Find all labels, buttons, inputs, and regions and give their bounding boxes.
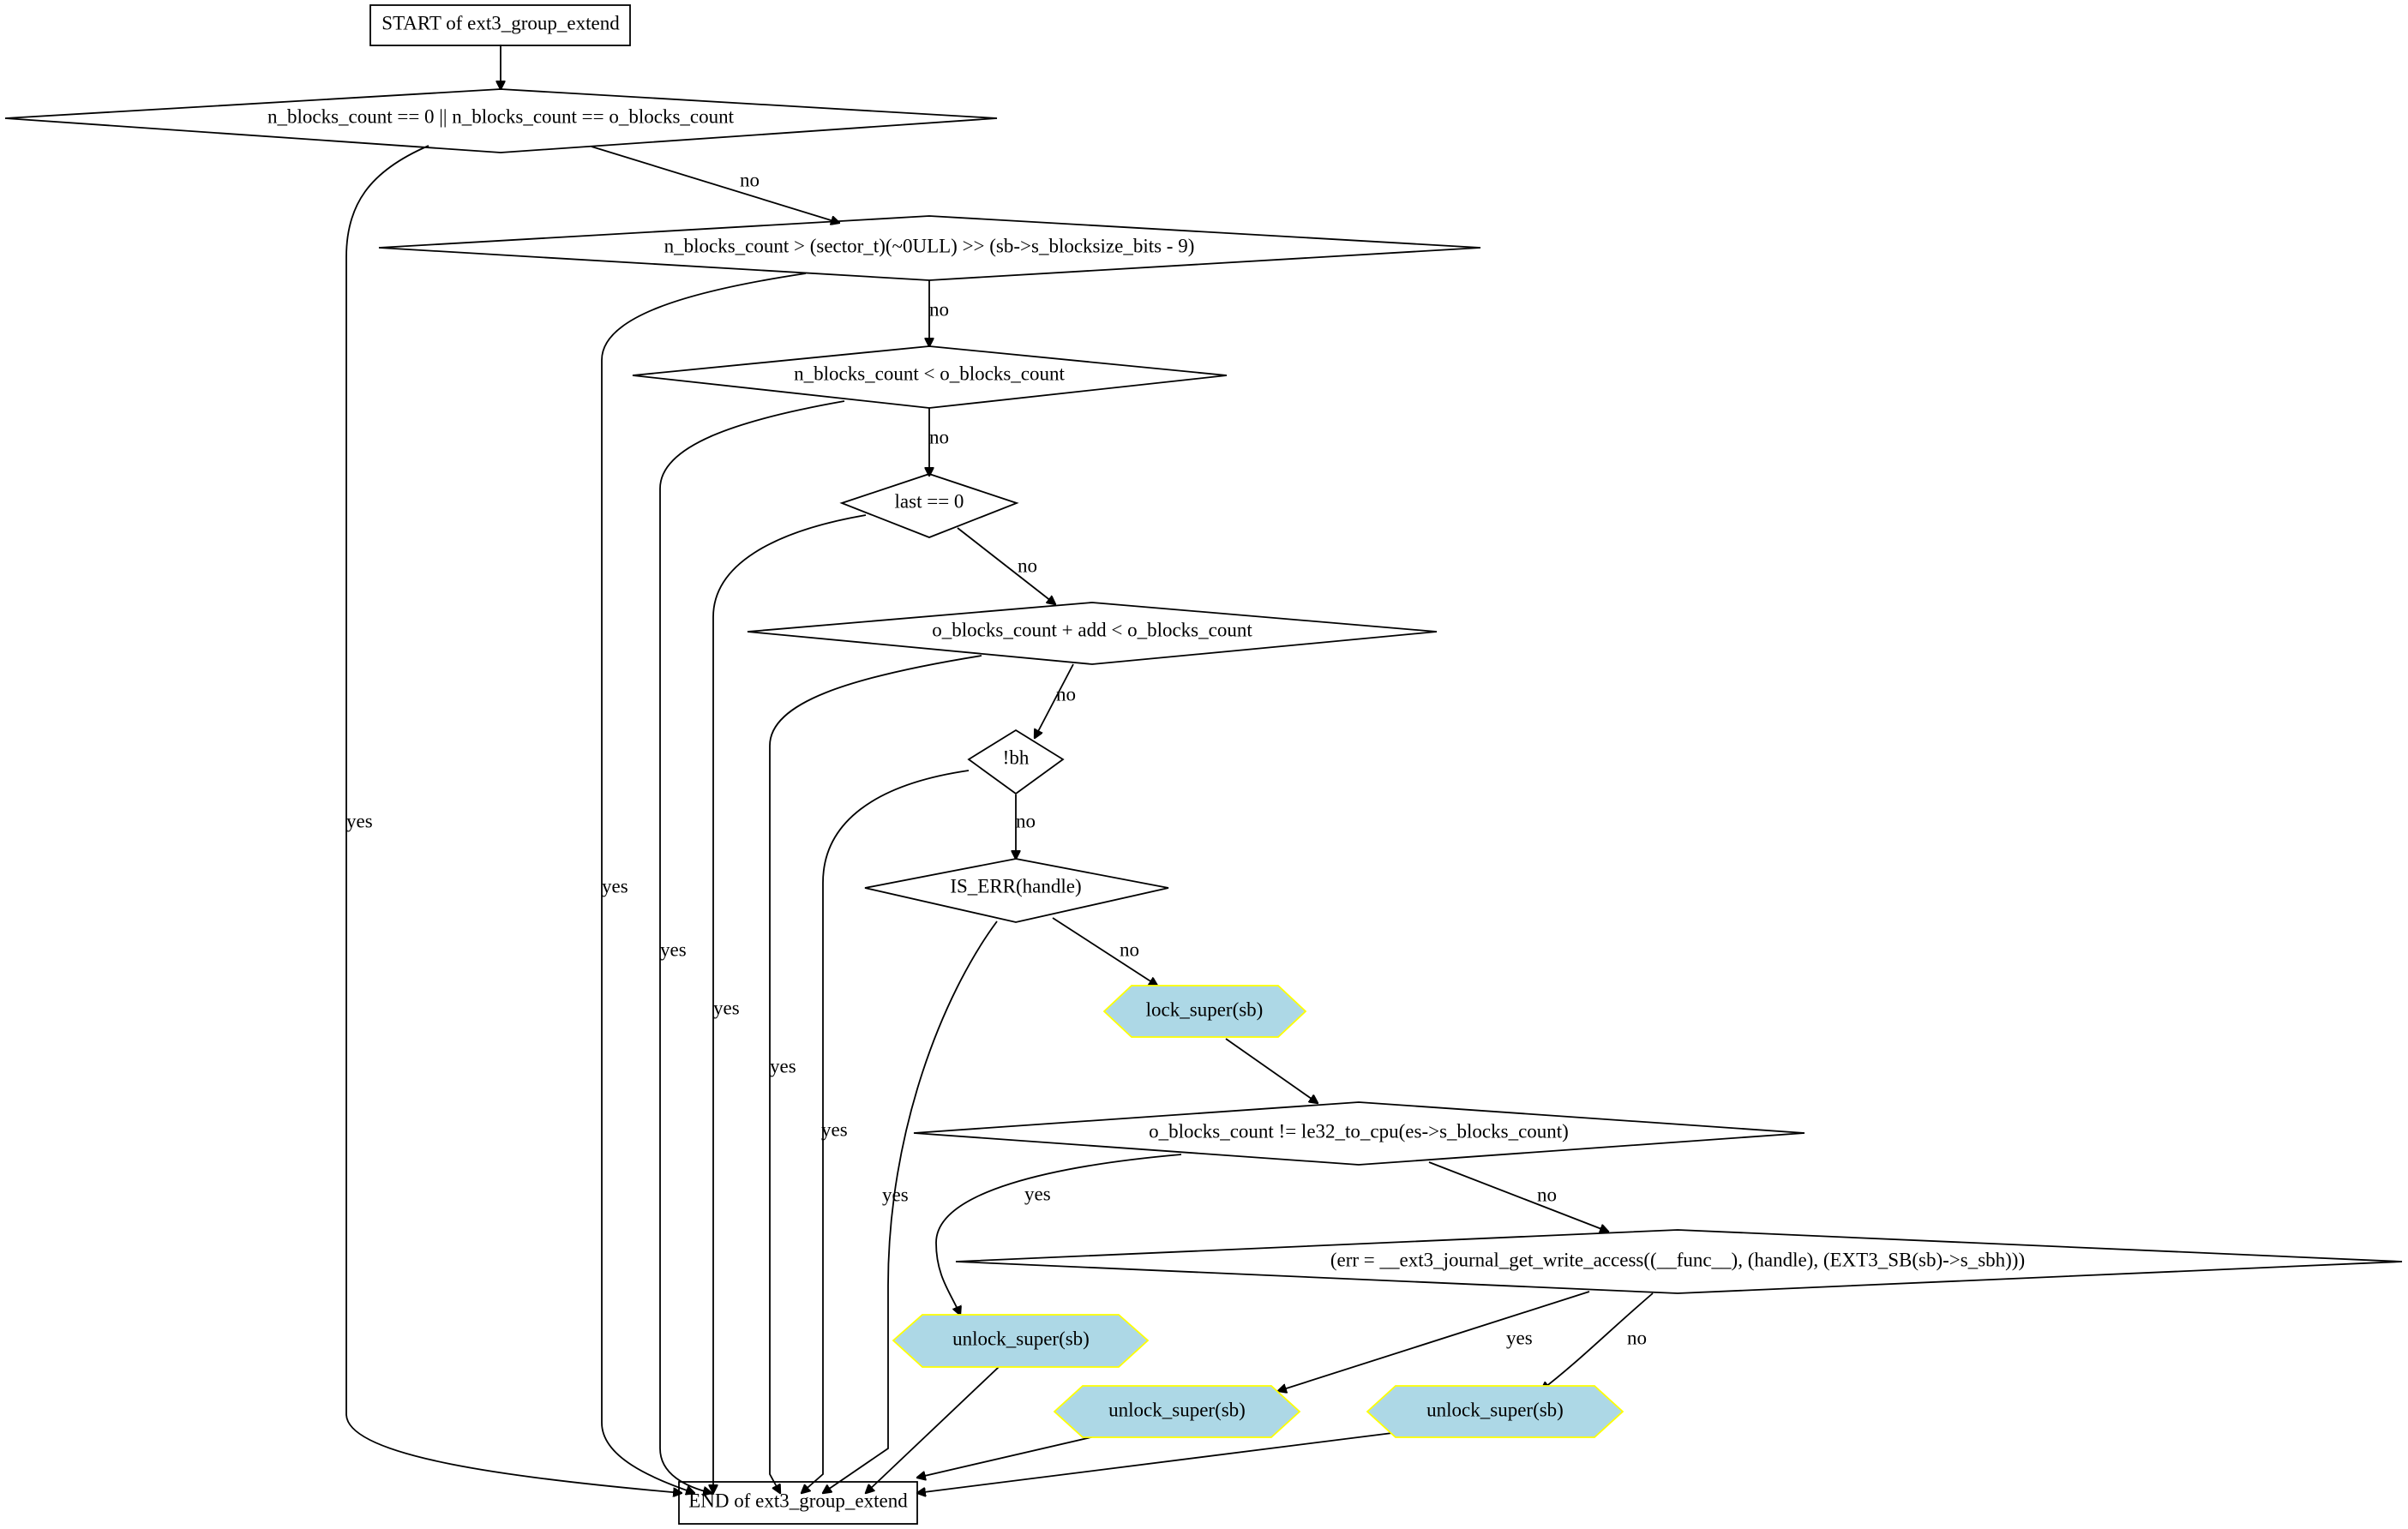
edge-shrink-yes bbox=[659, 400, 845, 1493]
decision-is-err-label: IS_ERR(handle) bbox=[950, 875, 1081, 896]
edge-label-overflow-no: no bbox=[1056, 683, 1076, 705]
edge-count-changed-no bbox=[1428, 1161, 1608, 1232]
action-unlock-super-b-label: unlock_super(sb) bbox=[1108, 1399, 1246, 1420]
edge-label-journal-access-no: no bbox=[1627, 1327, 1647, 1348]
edge-label-count-changed-no: no bbox=[1537, 1184, 1557, 1205]
edge-label-shrink-no: no bbox=[929, 426, 949, 447]
edge-label-no-bh-no: no bbox=[1016, 810, 1036, 831]
end-node: END of ext3_group_extend bbox=[678, 1481, 918, 1525]
edge-label-overflow-yes: yes bbox=[770, 1055, 796, 1076]
decision-no-bh-label: !bh bbox=[1003, 747, 1030, 768]
edge-label-no-bh-yes: yes bbox=[821, 1118, 848, 1140]
action-lock-super: lock_super(sb) bbox=[1102, 985, 1307, 1038]
decision-zero-or-equal-label: n_blocks_count == 0 || n_blocks_count ==… bbox=[267, 105, 735, 127]
action-lock-super-label: lock_super(sb) bbox=[1146, 998, 1264, 1020]
edge-label-zero-check-yes: yes bbox=[346, 810, 373, 831]
decision-journal-access: (err = __ext3_journal_get_write_access((… bbox=[955, 1229, 2403, 1294]
action-unlock-super-a-label: unlock_super(sb) bbox=[952, 1328, 1090, 1349]
edge-zero-check-no bbox=[591, 146, 839, 223]
decision-is-err: IS_ERR(handle) bbox=[864, 858, 1169, 923]
edge-label-is-err-no: no bbox=[1120, 938, 1139, 960]
edge-label-is-err-yes: yes bbox=[882, 1184, 909, 1205]
edge-count-changed-yes bbox=[935, 1154, 1182, 1315]
edge-journal-access-no bbox=[1541, 1292, 1654, 1390]
edge-label-last-zero-yes: yes bbox=[713, 997, 740, 1018]
action-unlock-super-b: unlock_super(sb) bbox=[1053, 1385, 1301, 1438]
edge-label-too-large-yes: yes bbox=[602, 875, 628, 896]
edge-label-shrink-yes: yes bbox=[660, 938, 687, 960]
edge-label-zero-check-no: no bbox=[740, 169, 760, 190]
edge-is-err-no bbox=[1052, 917, 1157, 986]
decision-overflow: o_blocks_count + add < o_blocks_count bbox=[747, 602, 1438, 665]
edge-too-large-yes bbox=[601, 273, 807, 1493]
decision-count-changed: o_blocks_count != le32_to_cpu(es->s_bloc… bbox=[913, 1101, 1805, 1166]
decision-shrink-label: n_blocks_count < o_blocks_count bbox=[794, 363, 1065, 384]
decision-last-zero: last == 0 bbox=[839, 473, 1019, 538]
start-node: START of ext3_group_extend bbox=[369, 4, 631, 46]
edge-lock-to-count-check bbox=[1225, 1038, 1318, 1103]
edge-label-journal-access-yes: yes bbox=[1506, 1327, 1533, 1348]
decision-journal-access-label: (err = __ext3_journal_get_write_access((… bbox=[1330, 1249, 2025, 1270]
edge-unlock-b-to-end bbox=[917, 1433, 1107, 1478]
decision-too-large-label: n_blocks_count > (sector_t)(~0ULL) >> (s… bbox=[664, 235, 1195, 256]
edge-label-too-large-no: no bbox=[929, 298, 949, 320]
edge-last-zero-no bbox=[957, 527, 1055, 604]
decision-last-zero-label: last == 0 bbox=[895, 490, 964, 512]
decision-zero-or-equal: n_blocks_count == 0 || n_blocks_count ==… bbox=[4, 88, 998, 153]
edge-overflow-no bbox=[1035, 663, 1074, 738]
edge-is-err-yes bbox=[823, 920, 998, 1493]
end-node-label: END of ext3_group_extend bbox=[688, 1490, 908, 1511]
start-node-label: START of ext3_group_extend bbox=[381, 12, 620, 33]
decision-no-bh: !bh bbox=[967, 729, 1065, 795]
edge-unlock-c-to-end bbox=[917, 1430, 1407, 1493]
edge-overflow-yes bbox=[769, 655, 982, 1493]
action-unlock-super-a: unlock_super(sb) bbox=[892, 1314, 1150, 1368]
edge-last-zero-yes bbox=[713, 514, 867, 1493]
decision-overflow-label: o_blocks_count + add < o_blocks_count bbox=[932, 619, 1252, 640]
edge-unlock-a-to-end bbox=[866, 1366, 1000, 1493]
decision-count-changed-label: o_blocks_count != le32_to_cpu(es->s_bloc… bbox=[1149, 1120, 1569, 1142]
edge-zero-check-yes bbox=[345, 145, 682, 1493]
edge-label-last-zero-no: no bbox=[1018, 555, 1037, 576]
edge-label-count-changed-yes: yes bbox=[1024, 1183, 1051, 1204]
action-unlock-super-c-label: unlock_super(sb) bbox=[1426, 1399, 1564, 1420]
action-unlock-super-c: unlock_super(sb) bbox=[1366, 1385, 1624, 1438]
decision-shrink: n_blocks_count < o_blocks_count bbox=[632, 345, 1228, 409]
edge-no-bh-yes bbox=[802, 770, 970, 1493]
decision-too-large: n_blocks_count > (sector_t)(~0ULL) >> (s… bbox=[378, 215, 1481, 281]
edge-journal-access-yes bbox=[1278, 1291, 1590, 1391]
